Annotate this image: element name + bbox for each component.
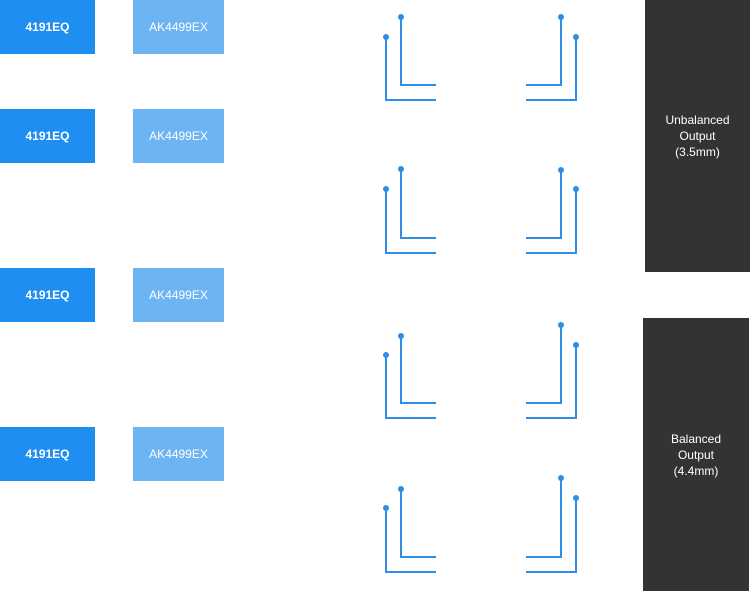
dac-chip-label: AK4499EX — [149, 20, 208, 34]
pin-dot — [573, 342, 579, 348]
trace-right-outer — [526, 37, 577, 101]
dac-chip-2: AK4499EX — [133, 109, 224, 163]
dac-chip-4: AK4499EX — [133, 427, 224, 481]
pin-dot — [558, 167, 564, 173]
eq-chip-label: 4191EQ — [25, 288, 70, 302]
trace-left-inner — [400, 169, 436, 239]
trace-right-inner — [526, 170, 562, 239]
dac-chip-label: AK4499EX — [149, 129, 208, 143]
balanced-output-label: Balanced Output (4.4mm) — [670, 431, 722, 478]
pin-dot — [383, 34, 389, 40]
pin-dot — [558, 475, 564, 481]
pin-dot — [383, 505, 389, 511]
trace-left-inner — [400, 336, 436, 404]
pin-dot — [383, 352, 389, 358]
trace-right-inner — [526, 478, 562, 558]
trace-right-outer — [526, 498, 577, 573]
trace-group-3 — [385, 325, 577, 419]
dac-chip-1: AK4499EX — [133, 0, 224, 54]
trace-group-1 — [385, 17, 577, 101]
eq-chip-label: 4191EQ — [25, 129, 70, 143]
unbalanced-output-label: Unbalanced Output (3.5mm) — [665, 113, 730, 159]
pin-dot — [573, 495, 579, 501]
trace-right-outer — [526, 345, 577, 419]
pin-dot — [383, 186, 389, 192]
pin-dot — [398, 333, 404, 339]
pin-dot — [398, 486, 404, 492]
dac-chip-label: AK4499EX — [149, 447, 208, 461]
eq-chip-3: 4191EQ — [0, 268, 95, 322]
pin-dot — [573, 186, 579, 192]
eq-chip-2: 4191EQ — [0, 109, 95, 163]
trace-left-outer — [385, 189, 436, 254]
unbalanced-output-block: Unbalanced Output (3.5mm) — [645, 0, 750, 272]
trace-right-inner — [526, 17, 562, 86]
pin-dot — [573, 34, 579, 40]
pin-dot — [558, 14, 564, 20]
trace-right-inner — [526, 325, 562, 404]
trace-group-2 — [385, 169, 577, 254]
eq-chip-4: 4191EQ — [0, 427, 95, 481]
eq-chip-label: 4191EQ — [25, 447, 70, 461]
dac-chip-3: AK4499EX — [133, 268, 224, 322]
dac-chip-label: AK4499EX — [149, 288, 208, 302]
trace-left-inner — [400, 17, 436, 86]
eq-chip-label: 4191EQ — [25, 20, 70, 34]
trace-left-outer — [385, 508, 436, 573]
trace-left-inner — [400, 489, 436, 558]
eq-chip-1: 4191EQ — [0, 0, 95, 54]
trace-left-outer — [385, 37, 436, 101]
trace-group-4 — [385, 478, 577, 573]
pin-dot — [398, 166, 404, 172]
balanced-output-block: Balanced Output (4.4mm) — [643, 318, 749, 591]
pin-dot — [558, 322, 564, 328]
trace-left-outer — [385, 355, 436, 419]
trace-right-outer — [526, 189, 577, 254]
pin-dot — [398, 14, 404, 20]
